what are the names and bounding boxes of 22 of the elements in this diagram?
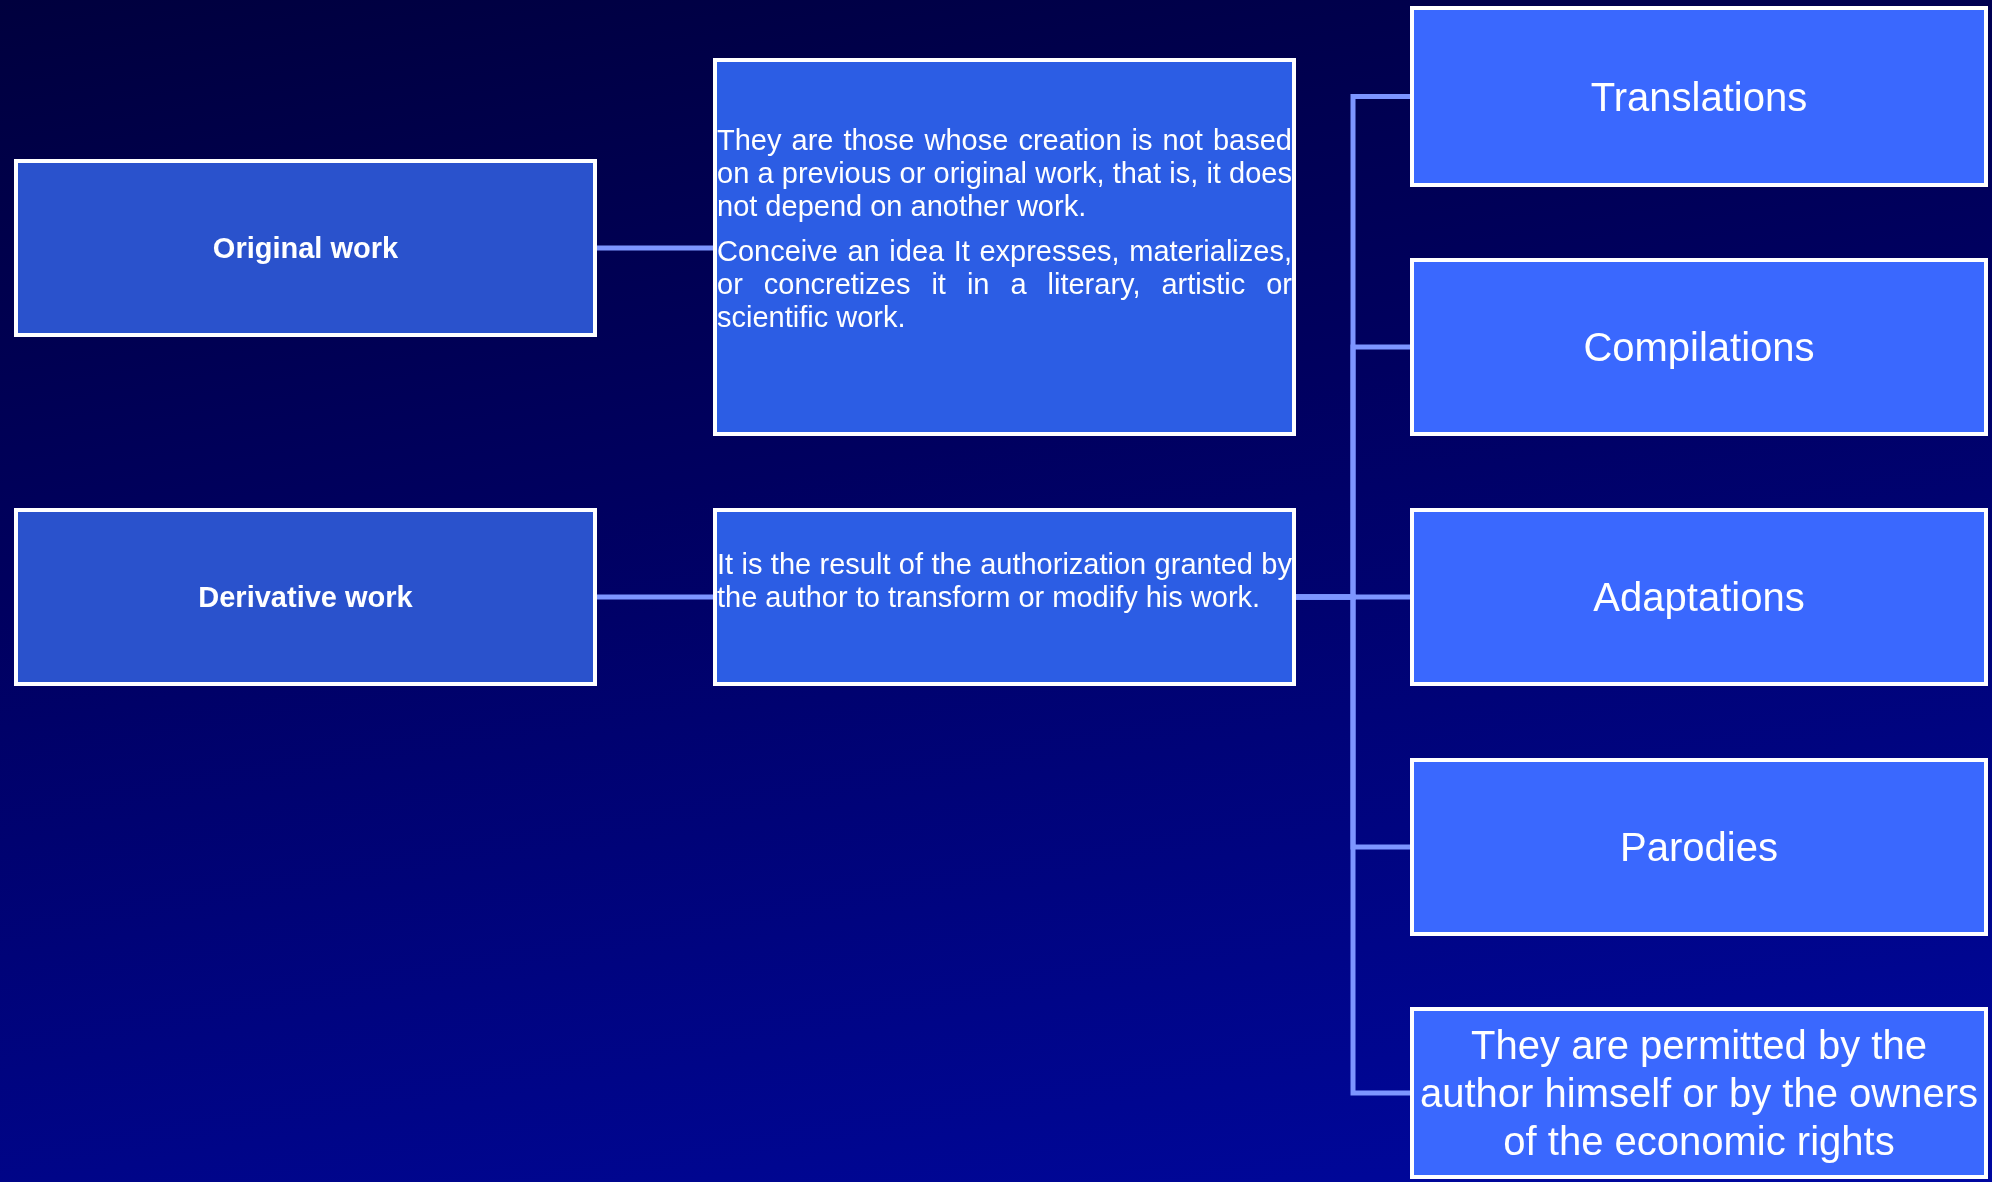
- box-label: Translations: [1590, 73, 1808, 121]
- connector-line: [597, 245, 713, 251]
- type-box: [1410, 258, 1988, 436]
- description-box: [713, 58, 1296, 436]
- description-text: Conceive an idea It expresses, materializes, or concretizes it in a literary, artistic or scientific work.: [717, 235, 1292, 334]
- box-label: Adaptations: [1593, 574, 1805, 621]
- description-text: They are those whose creation is not based on a previous or original work, that is, it does not depend on another work.: [717, 124, 1292, 223]
- box-label: Parodies: [1620, 824, 1778, 871]
- type-box: [1410, 1007, 1988, 1179]
- type-box: [1410, 6, 1988, 187]
- connector-line: [597, 594, 713, 600]
- category-box: [14, 508, 597, 686]
- type-box: [1410, 758, 1988, 936]
- description-text: It is the result of the authorization granted by the author to transform or modify his work.: [717, 548, 1292, 614]
- category-box: [14, 159, 597, 337]
- box-label: Original work: [212, 231, 399, 265]
- box-label: Derivative work: [198, 580, 413, 614]
- description-box: [713, 508, 1296, 686]
- box-label: Compilations: [1583, 324, 1815, 371]
- type-box: [1410, 508, 1988, 686]
- box-label: They are permitted by the author himself or by the owners of the economic rights: [1418, 1022, 1979, 1165]
- connector-line: [1296, 594, 1410, 1096]
